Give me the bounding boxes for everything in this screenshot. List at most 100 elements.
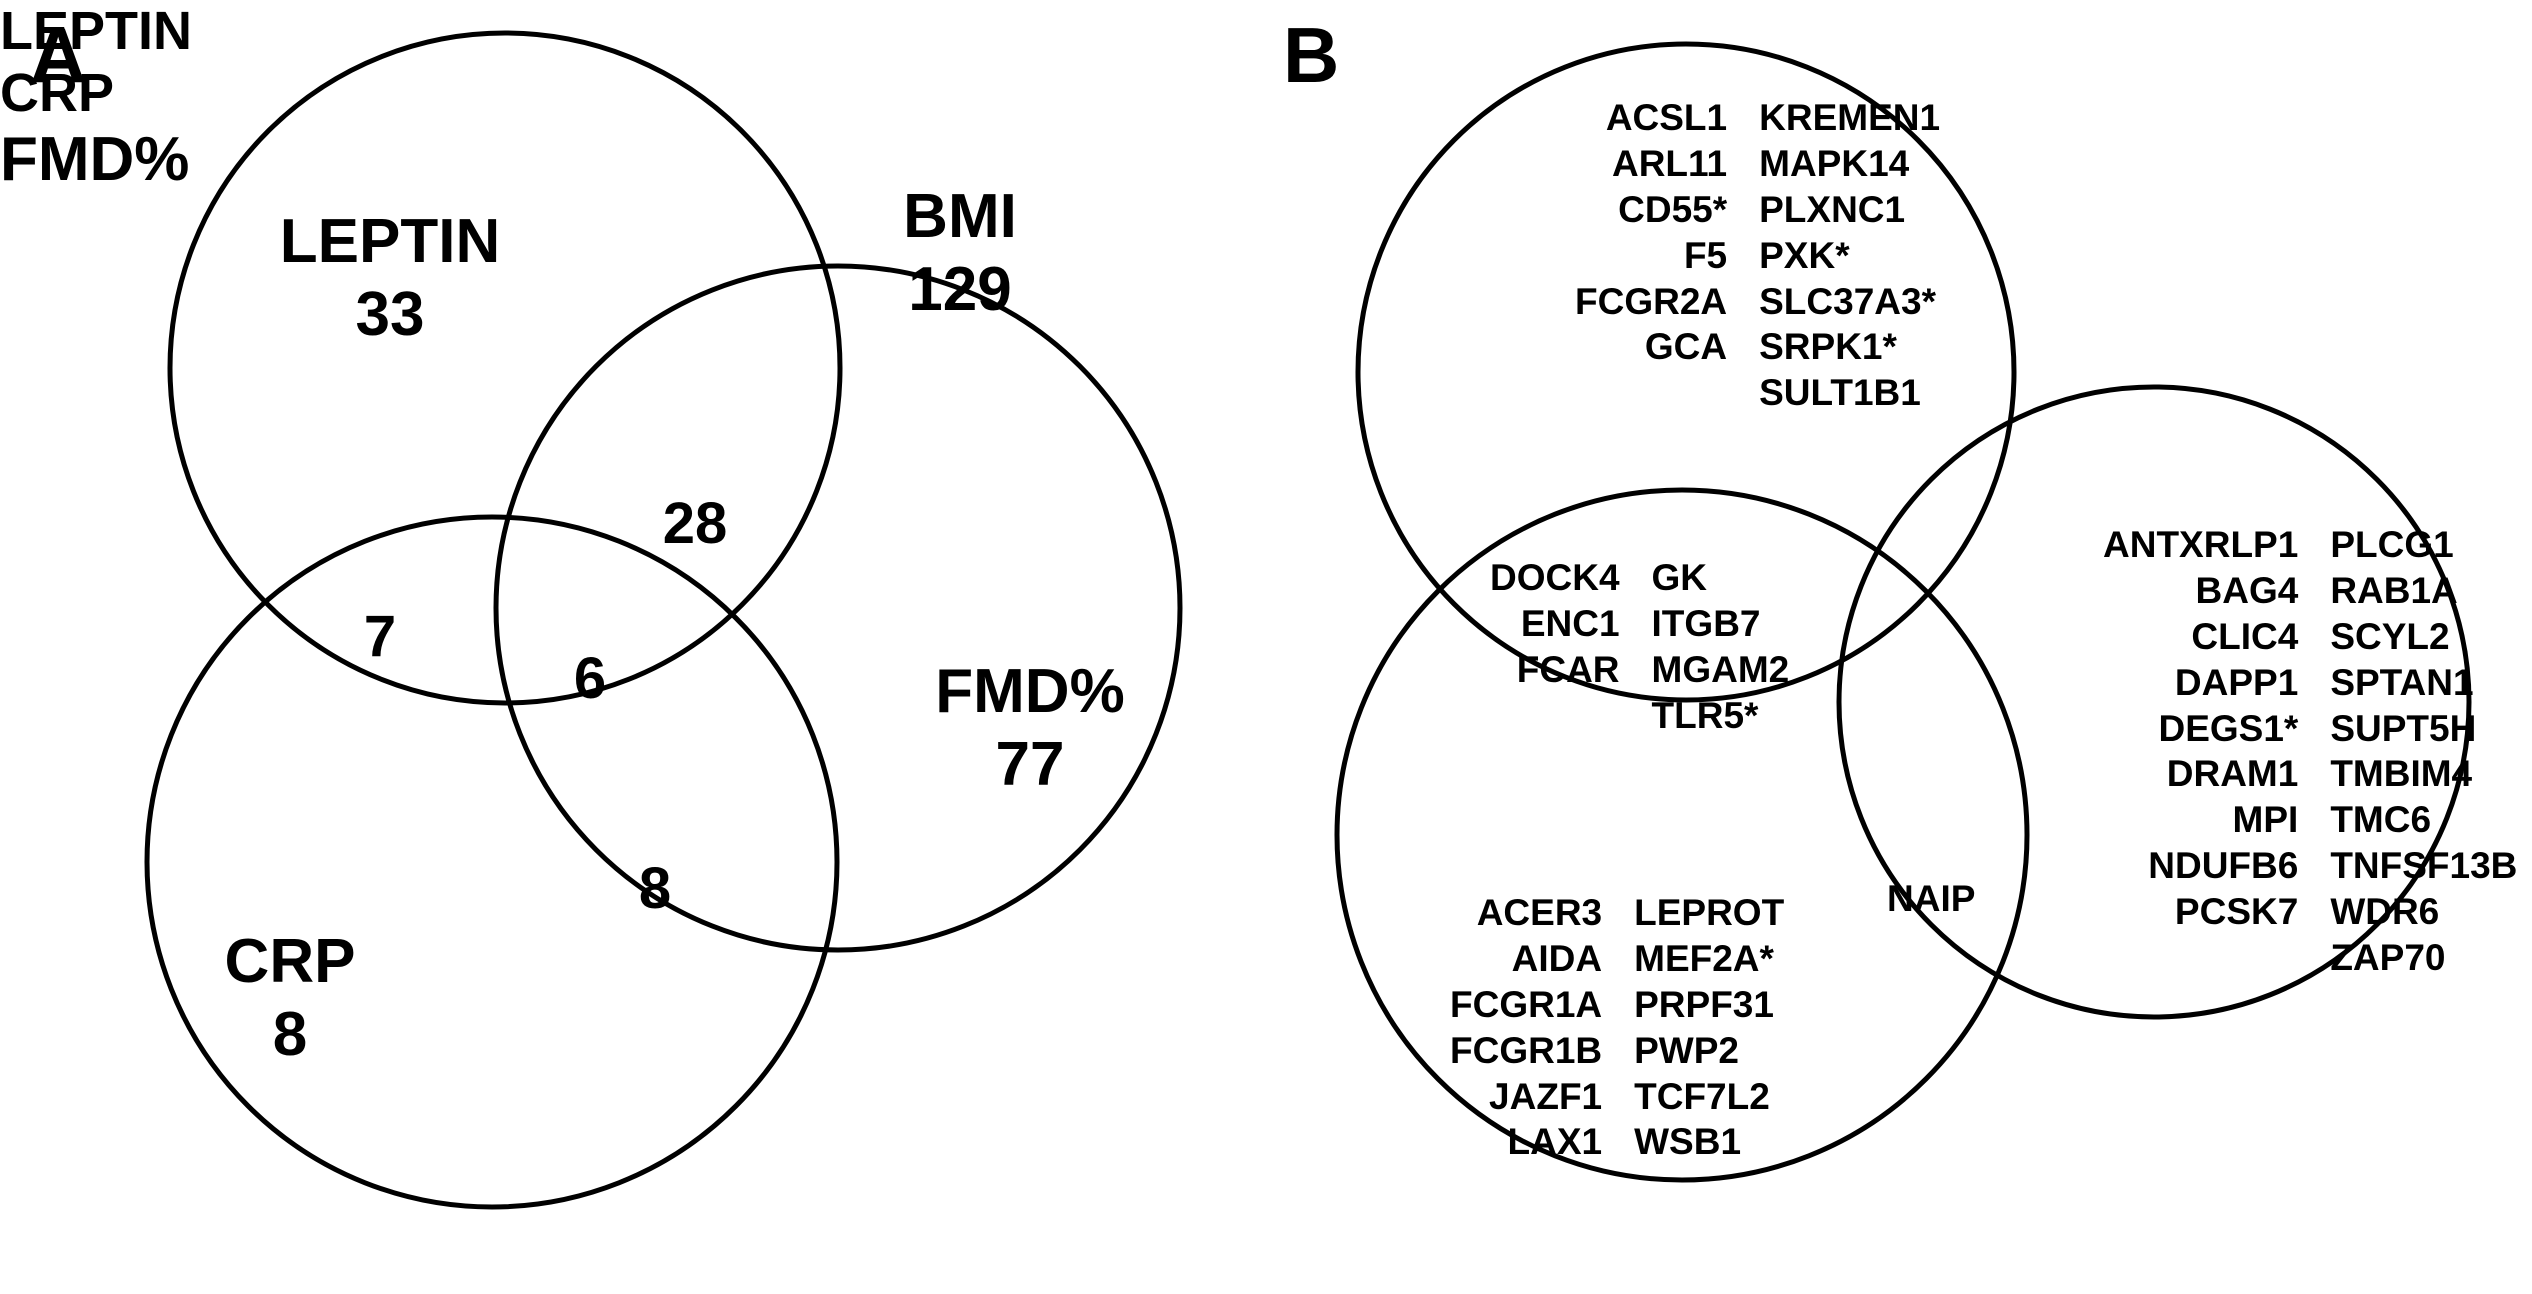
gene-name: ARL11 — [1611, 142, 1728, 184]
panel-a-intersection-bmi-crp: 8 — [638, 856, 672, 921]
gene-row: ZAP70 — [2103, 935, 2517, 981]
panel-a-intersection-leptin-bmi-crp: 6 — [573, 646, 607, 711]
gene-name: SUPT5H — [2330, 707, 2477, 749]
gene-name: LAX1 — [1507, 1121, 1603, 1163]
gene-name: TMC6 — [2330, 799, 2432, 841]
gene-name: TCF7L2 — [1634, 1075, 1770, 1117]
gene-row: FCGR1A PRPF31 — [1450, 982, 1784, 1028]
panel-a-intersection-leptin-bmi: 28 — [662, 491, 728, 556]
gene-name: TLR5* — [1651, 694, 1759, 736]
gene-name: PWP2 — [1634, 1029, 1739, 1071]
gene-name: DAPP1 — [2174, 661, 2299, 703]
gene-name — [2103, 935, 2314, 981]
gene-row: PCSK7 WDR6 — [2103, 889, 2517, 935]
gene-name: FCGR1B — [1450, 1029, 1603, 1071]
panel-a-label-bmi: BMI — [903, 182, 1017, 251]
gene-row: DOCK4 GK — [1490, 555, 1789, 601]
panel-b-label-fmd: FMD% — [0, 125, 190, 194]
panel-a-count-bmi: 129 — [908, 255, 1012, 324]
gene-name: ENC1 — [1520, 602, 1620, 644]
gene-row: ACSL1 KREMEN1 — [1575, 95, 1940, 141]
gene-row: TLR5* — [1490, 693, 1789, 739]
gene-name: MEF2A* — [1634, 937, 1774, 979]
panel-a-label-leptin: LEPTIN — [279, 207, 501, 276]
gene-name: WDR6 — [2330, 891, 2440, 932]
gene-row: ARL11 MAPK14 — [1575, 141, 1940, 187]
gene-row: LAX1 WSB1 — [1450, 1119, 1784, 1165]
gene-name: DRAM1 — [2166, 753, 2299, 795]
gene-row: CLIC4 SCYL2 — [2103, 614, 2517, 660]
panel-a-circle-bmi — [493, 263, 1183, 953]
gene-row: AIDA MEF2A* — [1450, 936, 1784, 982]
gene-name: LEPROT — [1634, 892, 1785, 933]
panel-b-letter: B — [1283, 11, 1340, 99]
panel-a-intersection-leptin-crp: 7 — [363, 604, 397, 669]
panel-a-letter: A — [30, 11, 87, 99]
gene-name: MGAM2 — [1651, 648, 1790, 690]
gene-name: MAPK14 — [1759, 142, 1910, 184]
gene-name: AIDA — [1511, 937, 1603, 979]
gene-name: JAZF1 — [1489, 1075, 1603, 1117]
gene-row: BAG4 RAB1A — [2103, 568, 2517, 614]
gene-row: F5 PXK* — [1575, 233, 1940, 279]
gene-name: GCA — [1644, 326, 1728, 368]
gene-row: FCAR MGAM2 — [1490, 647, 1790, 693]
gene-name: PXK* — [1759, 234, 1850, 276]
gene-row: JAZF1 TCF7L2 — [1450, 1074, 1784, 1120]
gene-name: DOCK4 — [1490, 557, 1620, 598]
gene-name: PCSK7 — [2174, 891, 2299, 932]
gene-name: SLC37A3* — [1759, 280, 1936, 322]
gene-name: KREMEN1 — [1759, 97, 1941, 138]
gene-row: MPI TMC6 — [2103, 797, 2517, 843]
panel-b-label-leptin: LEPTIN — [0, 1, 193, 61]
panel-a-circle-crp — [144, 514, 840, 1210]
gene-name: DEGS1* — [2158, 707, 2299, 749]
panel-a-count-crp: 8 — [272, 1000, 308, 1069]
gene-name: BAG4 — [2195, 569, 2299, 611]
panel-a-count-leptin: 33 — [355, 280, 425, 349]
gene-row: DEGS1* SUPT5H — [2103, 706, 2517, 752]
gene-name: CD55* — [1618, 188, 1728, 230]
gene-name: ACSL1 — [1605, 97, 1728, 138]
gene-name: TMBIM4 — [2330, 753, 2473, 795]
gene-row: FCGR1B PWP2 — [1450, 1028, 1784, 1074]
panel-b-crp-fmd-overlap-gene: NAIP — [1887, 878, 1976, 919]
gene-name: GK — [1651, 557, 1708, 598]
gene-name: NDUFB6 — [2148, 845, 2299, 887]
gene-name: PLXNC1 — [1759, 188, 1906, 230]
gene-name: RAB1A — [2330, 569, 2458, 611]
gene-name: F5 — [1683, 234, 1728, 276]
gene-name: MPI — [2232, 799, 2299, 841]
panel-b-label-crp: CRP — [0, 63, 115, 123]
gene-name: PLCG1 — [2330, 524, 2454, 565]
gene-name: FCAR — [1516, 648, 1620, 690]
gene-name: CLIC4 — [2191, 615, 2299, 657]
gene-name: FCGR1A — [1450, 983, 1603, 1025]
gene-name: ANTXRLP1 — [2103, 524, 2299, 565]
gene-name: SULT1B1 — [1759, 372, 1921, 414]
gene-name: PRPF31 — [1634, 983, 1774, 1025]
gene-name: ZAP70 — [2330, 936, 2446, 978]
gene-name: TNFSF13B — [2330, 845, 2518, 887]
gene-name: SCYL2 — [2330, 615, 2450, 657]
gene-row: GCA SRPK1* — [1575, 324, 1940, 370]
panel-a-label-crp: CRP — [224, 927, 356, 996]
gene-name: SPTAN1 — [2330, 661, 2474, 703]
gene-name: SRPK1* — [1759, 326, 1897, 368]
gene-name: WSB1 — [1634, 1121, 1742, 1163]
gene-name: ITGB7 — [1651, 602, 1761, 644]
gene-row: ENC1 ITGB7 — [1490, 601, 1789, 647]
